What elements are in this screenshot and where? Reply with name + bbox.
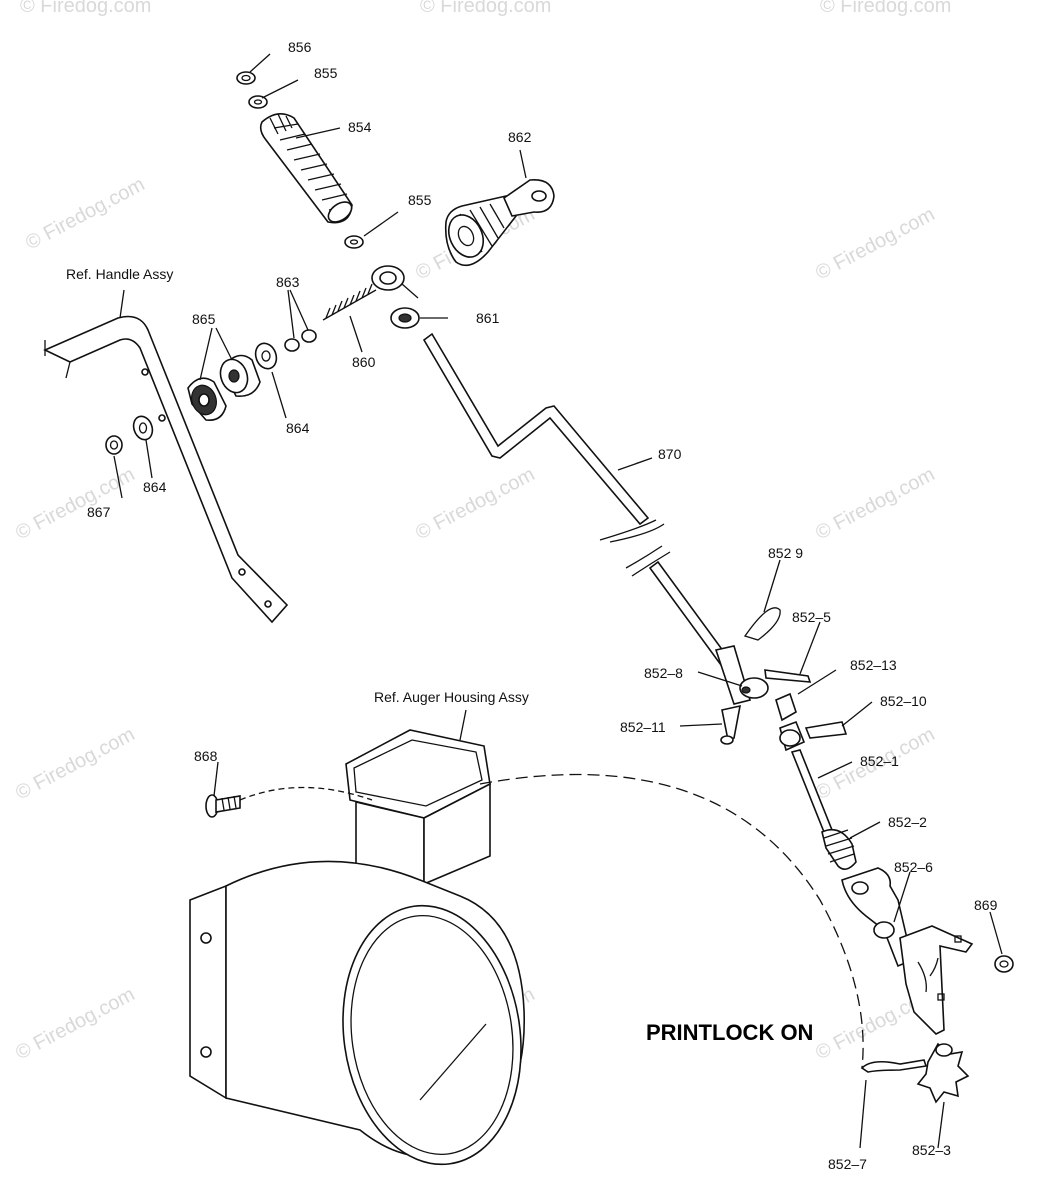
label-862: 862 <box>508 129 532 145</box>
nut-856 <box>236 71 256 85</box>
ref-handle-label: Ref. Handle Assy <box>66 266 173 282</box>
label-868: 868 <box>194 748 218 764</box>
label-865: 865 <box>192 311 216 327</box>
watermark: © Firedog.com <box>20 0 151 17</box>
label-855-top: 855 <box>314 65 338 81</box>
label-856: 856 <box>288 39 312 55</box>
watermark: © Firedog.com <box>420 0 551 17</box>
label-864-mid: 864 <box>286 420 310 436</box>
label-852-13: 852–13 <box>850 657 897 673</box>
bushings-865 <box>187 354 261 422</box>
nuts-863 <box>284 329 317 352</box>
label-867: 867 <box>87 504 111 520</box>
bolt-868 <box>205 794 241 818</box>
label-852-7: 852–7 <box>828 1156 867 1172</box>
watermark: © Firedog.com <box>22 173 148 254</box>
leader-lines <box>113 53 1003 1149</box>
watermark: © Firedog.com <box>412 463 538 544</box>
washer-864-low <box>132 415 154 441</box>
part-labels: 856 855 854 855 862 863 865 861 860 864 … <box>66 39 998 1172</box>
watermark: © Firedog.com <box>12 723 138 804</box>
washer-855-bottom <box>344 235 364 249</box>
washer-864-mid <box>254 342 278 370</box>
label-852-6: 852–6 <box>894 859 933 875</box>
label-870: 870 <box>658 446 682 462</box>
label-855-bottom: 855 <box>408 192 432 208</box>
watermark: © Firedog.com <box>812 203 938 284</box>
label-869: 869 <box>974 897 998 913</box>
auger-housing <box>189 729 526 1166</box>
label-852-3: 852–3 <box>912 1142 951 1158</box>
watermark: © Firedog.com <box>12 463 138 544</box>
ref-auger-label: Ref. Auger Housing Assy <box>374 689 529 705</box>
label-852-1: 852–1 <box>860 753 899 769</box>
spring-860 <box>322 283 377 321</box>
lever-pivot <box>371 265 419 299</box>
watermark-layer: © Firedog.com © Firedog.com © Firedog.co… <box>12 0 951 1064</box>
label-854: 854 <box>348 119 372 135</box>
label-864-low: 864 <box>143 479 167 495</box>
knob-862 <box>444 179 555 267</box>
nut-867 <box>105 435 123 455</box>
label-852-10: 852–10 <box>880 693 927 709</box>
label-852-2: 852–2 <box>888 814 927 830</box>
label-861: 861 <box>476 310 500 326</box>
watermark: © Firedog.com <box>820 0 951 17</box>
grip-854 <box>259 113 353 224</box>
printlock-label: PRINTLOCK ON <box>646 1020 813 1045</box>
label-863: 863 <box>276 274 300 290</box>
watermark: © Firedog.com <box>812 463 938 544</box>
linkage-852 <box>714 607 1014 1104</box>
washer-861 <box>390 307 420 329</box>
label-852-8: 852–8 <box>644 665 683 681</box>
watermark: © Firedog.com <box>12 983 138 1064</box>
washer-855-top <box>248 95 268 109</box>
label-860: 860 <box>352 354 376 370</box>
label-852-5: 852–5 <box>792 609 831 625</box>
label-852-11: 852–11 <box>620 719 666 735</box>
label-852-9: 852 9 <box>768 545 803 561</box>
handle-assembly <box>43 315 289 624</box>
